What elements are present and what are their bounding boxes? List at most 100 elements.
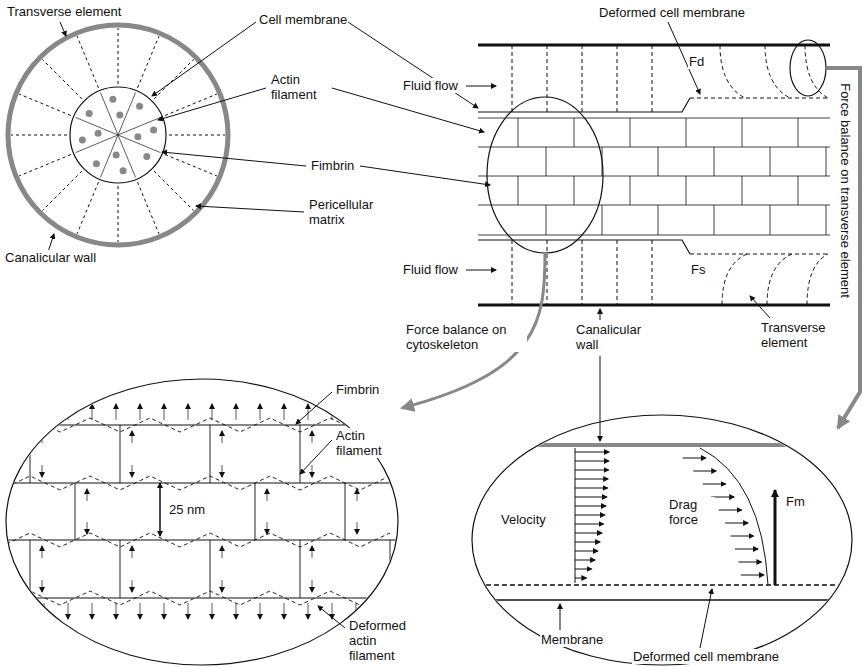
force-arrow [284,603,285,619]
force-arrow [42,465,43,477]
actin-filament [116,112,123,119]
force-arrow [222,465,223,477]
fimbrin [518,118,519,147]
part-label: Fimbrin [310,158,355,173]
force-arrow [356,603,357,619]
transverse-element [42,59,82,99]
transverse-element-zoom [470,445,860,600]
drag-arrow [703,484,726,485]
transverse-element [169,135,225,136]
force-arrow [42,580,43,592]
force-arrow [68,404,69,420]
cross-section [8,25,228,245]
transverse-element [77,182,98,234]
zoom-circle [472,415,852,665]
part-label: Membrane [540,632,604,647]
force-arrow [212,404,213,420]
force-arrow [42,431,43,443]
transverse-element [77,36,98,88]
leader-lines [48,22,770,648]
fimbrin [118,135,136,177]
part-label: Transverse element [760,320,842,350]
velocity-arrow [575,551,598,552]
force-arrow [402,431,403,443]
actin-filament [134,133,141,140]
velocity-arrow [575,542,600,543]
force-arrow [68,603,69,619]
force-arrow [164,404,165,420]
fimbrin [742,118,743,147]
transverse-element [118,28,119,84]
drag-arrow [693,471,716,472]
fimbrin [714,205,715,235]
part-label: Pericellular matrix [308,197,390,227]
transverse-element [138,36,159,88]
fimbrin [30,540,31,598]
part-label: Velocity [500,512,547,527]
fimbrin [798,118,799,147]
force-arrow [312,465,313,477]
force-arrow [188,404,189,420]
longitudinal-view [402,40,860,428]
drag-arrow [738,562,761,563]
fimbrin [518,176,519,205]
actin-filament [0,597,400,598]
fimbrin [30,425,31,483]
force-arrow [312,431,313,443]
force-arrow [44,404,45,420]
transverse-element [154,59,194,99]
fimbrin [574,176,575,205]
force-arrow [42,546,43,558]
velocity-arrow [575,578,586,579]
force-arrow [267,489,268,501]
force-arrow [260,603,261,619]
force-label: Fm [785,494,806,509]
part-label: Actin filament [270,72,332,102]
part-label: Deformed cell membrane [632,649,780,664]
actin-filament [136,103,143,110]
actin-filament [478,118,830,119]
velocity-arrow [575,560,595,561]
fimbrin [546,147,547,176]
actin-filament [143,153,150,160]
velocity-arrow [575,524,604,525]
force-arrow [222,580,223,592]
panel-title: Force balance on cytoskeleton [405,322,527,352]
transverse-element [19,94,71,115]
part-label: Actin filament [335,428,397,458]
fimbrin [826,205,827,235]
fimbrin [658,205,659,235]
drag-arrow [683,458,706,459]
part-label: Fimbrin [335,382,380,397]
part-label: Cell membrane [258,12,348,27]
force-arrow [236,603,237,619]
actin-filament [79,137,86,144]
fimbrin [686,176,687,205]
force-arrow [92,603,93,619]
fimbrin [826,147,827,176]
force-arrow [284,404,285,420]
drag-arrow [725,523,748,524]
actin-filament [150,126,157,133]
deformed-actin-filament [0,533,390,547]
fimbrin [210,425,211,483]
deformed-actin-filament [0,476,390,490]
actin-filament [109,96,116,103]
fimbrin [75,483,76,540]
actin-filament [478,176,830,177]
velocity-arrow [575,470,609,471]
velocity-arrow [575,533,602,534]
part-label: Deformed actin filament [348,618,410,663]
actin-filament [478,235,830,236]
velocity-arrow [575,515,605,516]
force-arrow [188,603,189,619]
part-label: Drag force [668,497,715,527]
force-arrow [132,546,133,558]
panel-title: Force balance on transverse element [838,82,853,299]
fimbrin [770,205,771,235]
velocity-arrow [575,479,608,480]
part-label: Fluid flow [402,78,459,93]
force-arrow [402,580,403,592]
force-arrow [356,404,357,420]
fimbrin [658,147,659,176]
